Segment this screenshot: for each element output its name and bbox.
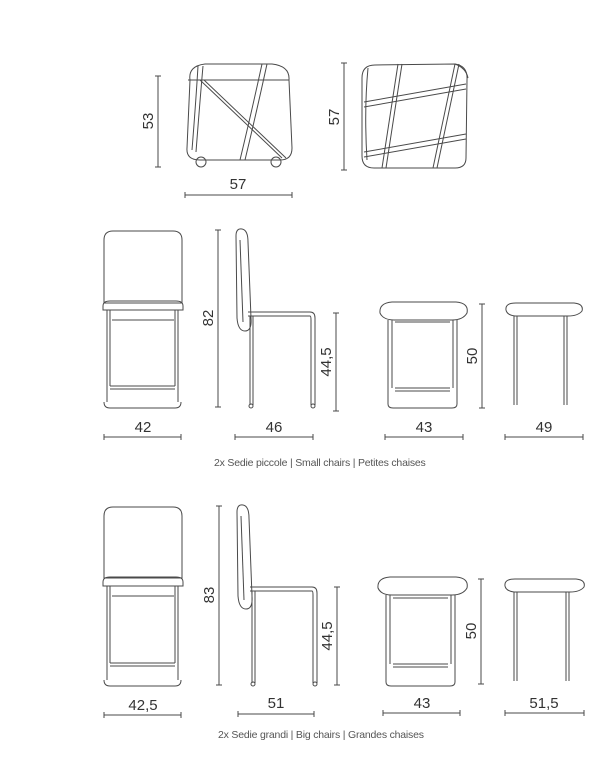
pouf-top-drawing	[361, 63, 469, 169]
small-chairs-caption: 2x Sedie piccole | Small chairs | Petite…	[214, 457, 426, 469]
pouf-width-label: 57	[230, 176, 247, 193]
small-chair-seat-height-label: 44,5	[318, 347, 335, 376]
big-chairs-caption: 2x Sedie grandi | Big chairs | Grandes c…	[218, 729, 424, 741]
big-chair-height-label: 83	[201, 587, 218, 604]
big-chair-depth-label: 51	[268, 695, 285, 712]
small-chair-height-label: 82	[200, 310, 217, 327]
big-stool-side-drawing	[504, 578, 585, 681]
small-chair-depth-label: 46	[266, 419, 283, 436]
big-stool-depth-label: 51,5	[529, 695, 558, 712]
big-chair-width-label: 42,5	[128, 697, 157, 714]
small-stool-width-label: 43	[416, 419, 433, 436]
small-stool-height-label: 50	[464, 348, 481, 365]
big-chair-side-drawing	[236, 504, 318, 687]
small-stool-front-drawing	[379, 301, 468, 409]
small-chair-side-drawing	[235, 228, 316, 409]
small-stool-side-drawing	[505, 302, 583, 405]
pouf-front-drawing	[186, 63, 293, 168]
pouf-height-label: 53	[140, 113, 157, 130]
big-stool-width-label: 43	[414, 695, 431, 712]
big-stool-height-label: 50	[463, 623, 480, 640]
small-chair-front-drawing	[102, 230, 184, 409]
small-chair-width-label: 42	[135, 419, 152, 436]
big-chair-seat-height-label: 44,5	[319, 621, 336, 650]
small-stool-depth-label: 49	[536, 419, 553, 436]
pouf-depth-label: 57	[326, 109, 343, 126]
big-chair-front-drawing	[102, 506, 184, 687]
big-stool-front-drawing	[377, 576, 468, 687]
